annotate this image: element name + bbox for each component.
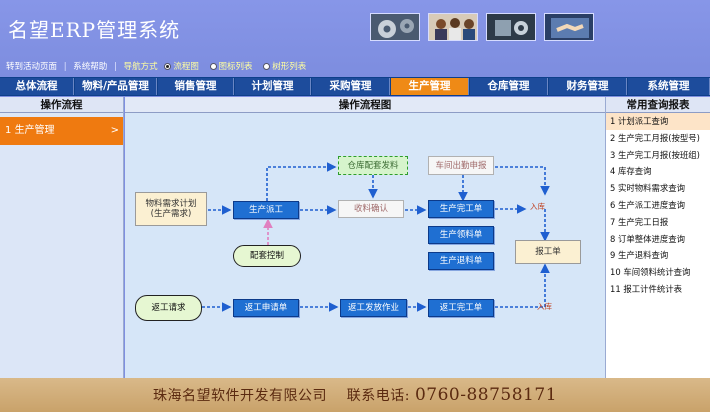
chevron-right-icon: > (110, 125, 119, 136)
menu-item-materials[interactable]: 物料/产品管理 (75, 78, 157, 95)
menu-item-overall-flow[interactable]: 总体流程 (0, 78, 74, 95)
nav-option-flowchart[interactable]: 流程图 (164, 62, 203, 72)
flow-node-production-done[interactable]: 生产完工单 (428, 200, 494, 218)
flow-node-warehouse-match[interactable]: 仓库配套发料 (338, 156, 408, 175)
report-item[interactable]: 2 生产完工月报(按型号) (610, 132, 700, 143)
footer: 珠海名望软件开发有限公司 联系电话: 0760-88758171 (0, 378, 710, 412)
flow-node-dispatch[interactable]: 生产派工 (233, 201, 299, 219)
flow-node-production-return[interactable]: 生产退料单 (428, 252, 494, 270)
flow-node-work-report[interactable]: 报工单 (515, 240, 581, 264)
radio-selected-icon[interactable] (164, 63, 172, 70)
report-item[interactable]: 5 实时物料需求查询 (610, 183, 685, 194)
flow-node-rework-apply[interactable]: 返工申请单 (233, 299, 299, 317)
flowchart-connectors (202, 162, 550, 312)
handshake-picture (544, 13, 594, 41)
phone-number: 0760-88758171 (414, 385, 558, 405)
app-title: 名望ERP管理系统 (8, 18, 181, 42)
left-panel-title: 操作流程 (0, 97, 123, 113)
right-panel: 常用查询报表 1 计划派工查询 2 生产完工月报(按型号) 3 生产完工月报(按… (605, 97, 710, 378)
sub-navigation: 转到活动页面 | 系统帮助 | 导航方式 流程图 图标列表 树形列表 (6, 60, 314, 72)
menu-item-finance[interactable]: 财务管理 (549, 78, 627, 95)
side-item-number: 1 (5, 125, 12, 136)
radio-icon[interactable] (263, 63, 271, 70)
machine-picture (486, 13, 536, 41)
in-stock-label: 入库 (530, 202, 545, 211)
right-panel-title: 常用查询报表 (606, 97, 710, 113)
report-item[interactable]: 4 库存查询 (610, 166, 652, 177)
flowchart-panel: 操作流程图 (125, 97, 605, 378)
in-stock-label: 入库 (537, 302, 552, 311)
nav-option-icon-list[interactable]: 图标列表 (209, 62, 257, 72)
flow-node-material-plan[interactable]: 物料需求计划 (生产需求) (135, 192, 207, 226)
menu-item-production[interactable]: 生产管理 (391, 78, 469, 95)
flowchart-title: 操作流程图 (125, 97, 605, 113)
header: 名望ERP管理系统 (0, 0, 710, 77)
side-item-production[interactable]: 1 生产管理 > (0, 117, 123, 145)
footer-contact: 珠海名望软件开发有限公司 联系电话: 0760-88758171 (0, 385, 710, 405)
menu-item-system[interactable]: 系统管理 (628, 78, 710, 95)
report-item[interactable]: 3 生产完工月报(按班组) (610, 149, 700, 160)
phone-label: 联系电话: (346, 388, 411, 404)
flow-node-rework-done[interactable]: 返工完工单 (428, 299, 494, 317)
report-item[interactable]: 9 生产退料查询 (610, 250, 669, 261)
report-item[interactable]: 10 车间领料统计查询 (610, 267, 691, 278)
gears-picture (370, 13, 420, 41)
nav-option-label: 流程图 (173, 62, 199, 72)
report-item[interactable]: 1 计划派工查询 (606, 113, 710, 130)
radio-icon[interactable] (209, 63, 217, 70)
main-menu: 总体流程 物料/产品管理 销售管理 计划管理 采购管理 生产管理 仓库管理 财务… (0, 77, 710, 96)
flow-node-attendance[interactable]: 车间出勤申报 (428, 156, 494, 175)
side-item-label: 生产管理 (14, 125, 55, 136)
left-panel: 操作流程 1 生产管理 > (0, 97, 124, 378)
report-item[interactable]: 8 订单整体进度查询 (610, 233, 685, 244)
nav-option-tree-list[interactable]: 树形列表 (263, 62, 310, 72)
menu-item-warehouse[interactable]: 仓库管理 (470, 78, 548, 95)
people-picture (428, 13, 478, 41)
menu-item-sales[interactable]: 销售管理 (158, 78, 234, 95)
flow-node-rework-request[interactable]: 返工请求 (135, 295, 202, 321)
report-list: 1 计划派工查询 2 生产完工月报(按型号) 3 生产完工月报(按班组) 4 库… (606, 113, 710, 298)
report-item[interactable]: 11 报工计件统计表 (610, 283, 682, 294)
company-name: 珠海名望软件开发有限公司 (152, 388, 327, 404)
report-item[interactable]: 6 生产派工进度查询 (610, 199, 685, 210)
flow-node-rework-issue[interactable]: 返工发放作业 (340, 299, 407, 317)
menu-item-planning[interactable]: 计划管理 (235, 78, 311, 95)
menu-item-purchasing[interactable]: 采购管理 (312, 78, 390, 95)
nav-way-label: 导航方式 (123, 62, 158, 72)
flow-node-production-pick[interactable]: 生产领料单 (428, 226, 494, 244)
report-item[interactable]: 7 生产完工日报 (610, 216, 669, 227)
flow-node-receive-confirm[interactable]: 收料确认 (338, 200, 404, 218)
goto-desktop-link[interactable]: 转到活动页面 (6, 62, 58, 72)
separator: | (63, 62, 67, 72)
flow-node-match-control[interactable]: 配套控制 (233, 245, 301, 267)
nav-option-label: 树形列表 (272, 62, 307, 72)
separator: | (114, 62, 117, 72)
help-link[interactable]: 系统帮助 (73, 62, 108, 72)
flow-node-label: 物料需求计划 (生产需求) (145, 199, 197, 219)
nav-option-label: 图标列表 (218, 62, 253, 72)
